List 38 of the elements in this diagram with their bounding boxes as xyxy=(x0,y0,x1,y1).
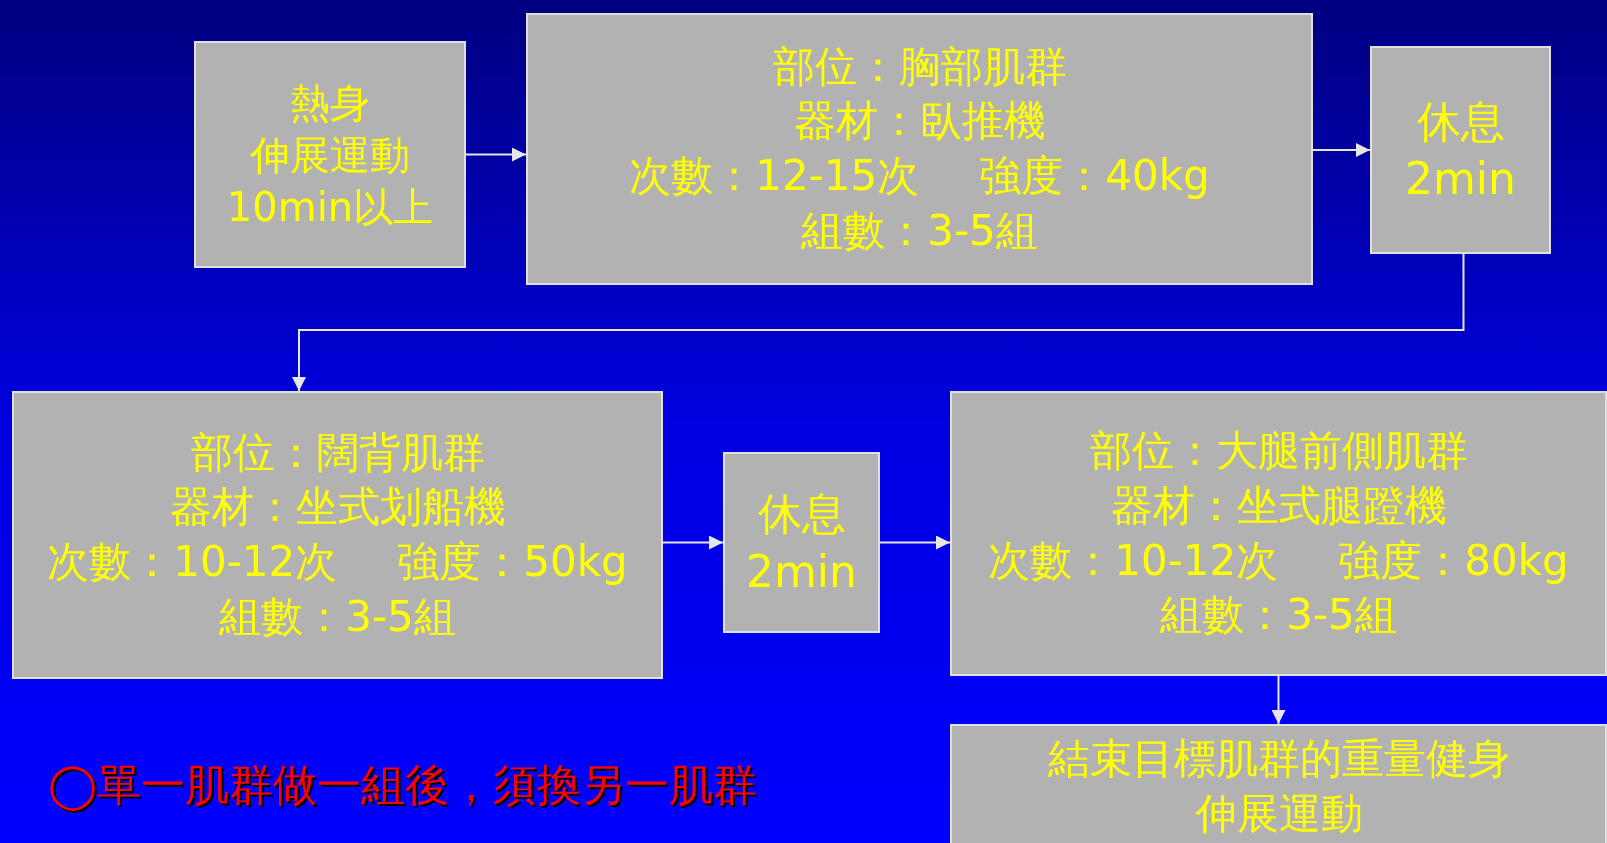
process-box xyxy=(1370,46,1551,254)
box-text: 強度：40kg xyxy=(979,150,1210,202)
box-text: 2min xyxy=(746,544,857,599)
arrow xyxy=(465,147,527,162)
arrow xyxy=(1312,143,1371,157)
arrow xyxy=(1271,675,1286,725)
box-text: 伸展運動 xyxy=(1194,787,1363,840)
box-text: 組數：3-5組 xyxy=(801,204,1038,257)
box-text: 組數：3-5組 xyxy=(1160,589,1397,642)
box-text: 休息 xyxy=(1416,94,1505,149)
box-text: 次數：10-12次 xyxy=(988,534,1279,587)
box-text: 器材：坐式腿蹬機 xyxy=(1110,479,1447,532)
box-text: 伸展運動 xyxy=(250,130,410,180)
arrow xyxy=(662,535,724,550)
arrow xyxy=(292,253,1465,392)
box-text: 次數：10-12次 xyxy=(47,536,338,588)
process-box xyxy=(723,452,880,633)
arrow xyxy=(879,535,951,550)
process-box xyxy=(950,724,1607,843)
box-text: 結束目標肌群的重量健身 xyxy=(1047,732,1510,785)
box-text: 熱身 xyxy=(290,78,370,128)
box-text: 部位：闊背肌群 xyxy=(190,426,485,479)
box-text: 部位：大腿前側肌群 xyxy=(1089,425,1468,478)
box-text: 2min xyxy=(1405,152,1516,206)
box-text: 次數：12-15次 xyxy=(629,150,920,202)
box-text: 休息 xyxy=(757,487,846,542)
box-text: 強度：50kg xyxy=(397,536,628,588)
process-box xyxy=(950,391,1607,676)
process-box xyxy=(194,41,466,268)
process-box xyxy=(526,13,1313,285)
box-text: 器材：坐式划船機 xyxy=(169,481,506,534)
box-text: 10min以上 xyxy=(226,182,434,232)
box-text: 部位：胸部肌群 xyxy=(772,40,1067,93)
note-text: ◯單一肌群做一組後，須換另一肌群 xyxy=(48,758,758,813)
box-text: 強度：80kg xyxy=(1338,534,1569,587)
box-text: 器材：臥推機 xyxy=(793,95,1046,148)
process-box xyxy=(12,391,663,679)
box-text: 組數：3-5組 xyxy=(219,590,456,643)
